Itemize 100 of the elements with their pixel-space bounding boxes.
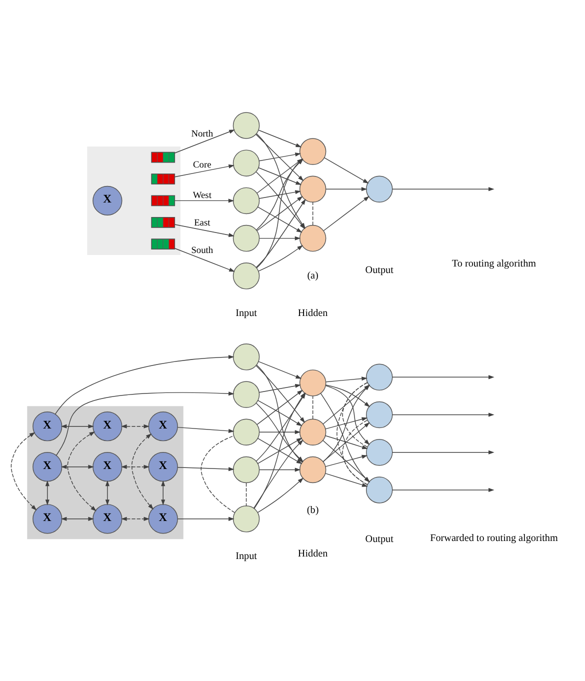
label: To routing algorithm (452, 258, 536, 269)
node-circle (232, 380, 260, 408)
arrow (259, 430, 301, 434)
arrow (258, 166, 302, 184)
node-circle (232, 505, 260, 532)
node-circle: X (92, 185, 122, 216)
arrow (256, 196, 303, 230)
arrow (325, 454, 368, 466)
arrow (56, 391, 234, 456)
node-circle: X (148, 452, 178, 482)
node-circle (299, 369, 326, 396)
label: (a) (307, 270, 318, 282)
connector (246, 482, 247, 506)
node-circle (299, 456, 326, 483)
node-circle (232, 112, 260, 138)
node-circle (299, 418, 326, 445)
arrow (45, 480, 50, 505)
edge-label: Core (193, 160, 212, 170)
node-circle (232, 343, 260, 370)
node-circle (232, 224, 260, 252)
arrow (174, 224, 234, 237)
arrow (257, 206, 302, 232)
arrow (105, 480, 110, 505)
label: Output (365, 533, 394, 544)
label: Forwarded to routing algorithm (430, 532, 558, 544)
connector (312, 202, 314, 226)
node-circle: X (92, 411, 122, 441)
arrow (323, 196, 370, 230)
node-circle (232, 186, 260, 214)
arrow (258, 152, 301, 161)
node-circle (366, 476, 393, 503)
edge-label: West (192, 190, 212, 201)
node-circle: X (32, 411, 62, 441)
arrow (131, 433, 154, 510)
arrow (10, 432, 37, 510)
node-circle (232, 418, 260, 445)
arrow (60, 424, 94, 428)
arrow (60, 464, 94, 468)
edge-label: South (191, 246, 214, 256)
arrow (259, 467, 301, 472)
cluster (87, 146, 180, 254)
arrow (121, 424, 150, 428)
label: Input (236, 550, 257, 562)
node-circle (299, 138, 326, 164)
arrow (256, 389, 303, 424)
arrow (258, 129, 302, 147)
node-circle (366, 175, 393, 202)
arrow (259, 236, 301, 240)
arrow (392, 487, 494, 492)
edge-label: East (194, 218, 210, 228)
arrow (258, 244, 304, 271)
arrow (392, 412, 494, 416)
node-circle (232, 262, 260, 289)
node-circle (366, 400, 393, 428)
label: Input (236, 308, 257, 319)
node-circle (232, 456, 260, 483)
node-circle: X (92, 504, 122, 534)
node-circle: X (32, 452, 62, 482)
arrow (326, 186, 368, 191)
connector (312, 395, 314, 419)
arrow (258, 190, 301, 198)
arrow (392, 186, 494, 191)
arrow (392, 450, 494, 454)
arrow (325, 416, 368, 429)
arrow (54, 354, 234, 414)
arrow (258, 400, 302, 426)
connector (336, 382, 368, 484)
arrow (258, 360, 302, 378)
arrow (67, 431, 96, 511)
node-circle (366, 438, 393, 466)
label: (b) (306, 504, 319, 516)
arrow (174, 248, 235, 272)
arrow (174, 198, 234, 202)
arrow (324, 156, 369, 183)
arrow (177, 466, 234, 471)
arrow (161, 480, 166, 505)
arrow (174, 129, 235, 153)
arrow (326, 376, 368, 382)
arrow (177, 516, 234, 520)
label: Output (365, 264, 394, 276)
node-circle (299, 224, 326, 252)
arrow (258, 383, 301, 392)
label: Hidden (298, 308, 328, 319)
node-circle (366, 363, 393, 390)
arrow (121, 516, 150, 520)
node-circle (232, 149, 260, 176)
node-circle: X (32, 504, 62, 534)
arrow (392, 374, 494, 379)
arrow (177, 426, 234, 432)
arrow (121, 464, 150, 468)
connector (200, 434, 236, 512)
arrow (325, 472, 368, 486)
arrow (257, 477, 304, 512)
node-circle: X (148, 411, 178, 441)
label: Hidden (298, 548, 328, 559)
arrow (322, 422, 370, 462)
edge-label: North (191, 129, 214, 140)
connector (342, 382, 368, 447)
node-circle: X (92, 452, 122, 482)
arrow (60, 516, 94, 520)
